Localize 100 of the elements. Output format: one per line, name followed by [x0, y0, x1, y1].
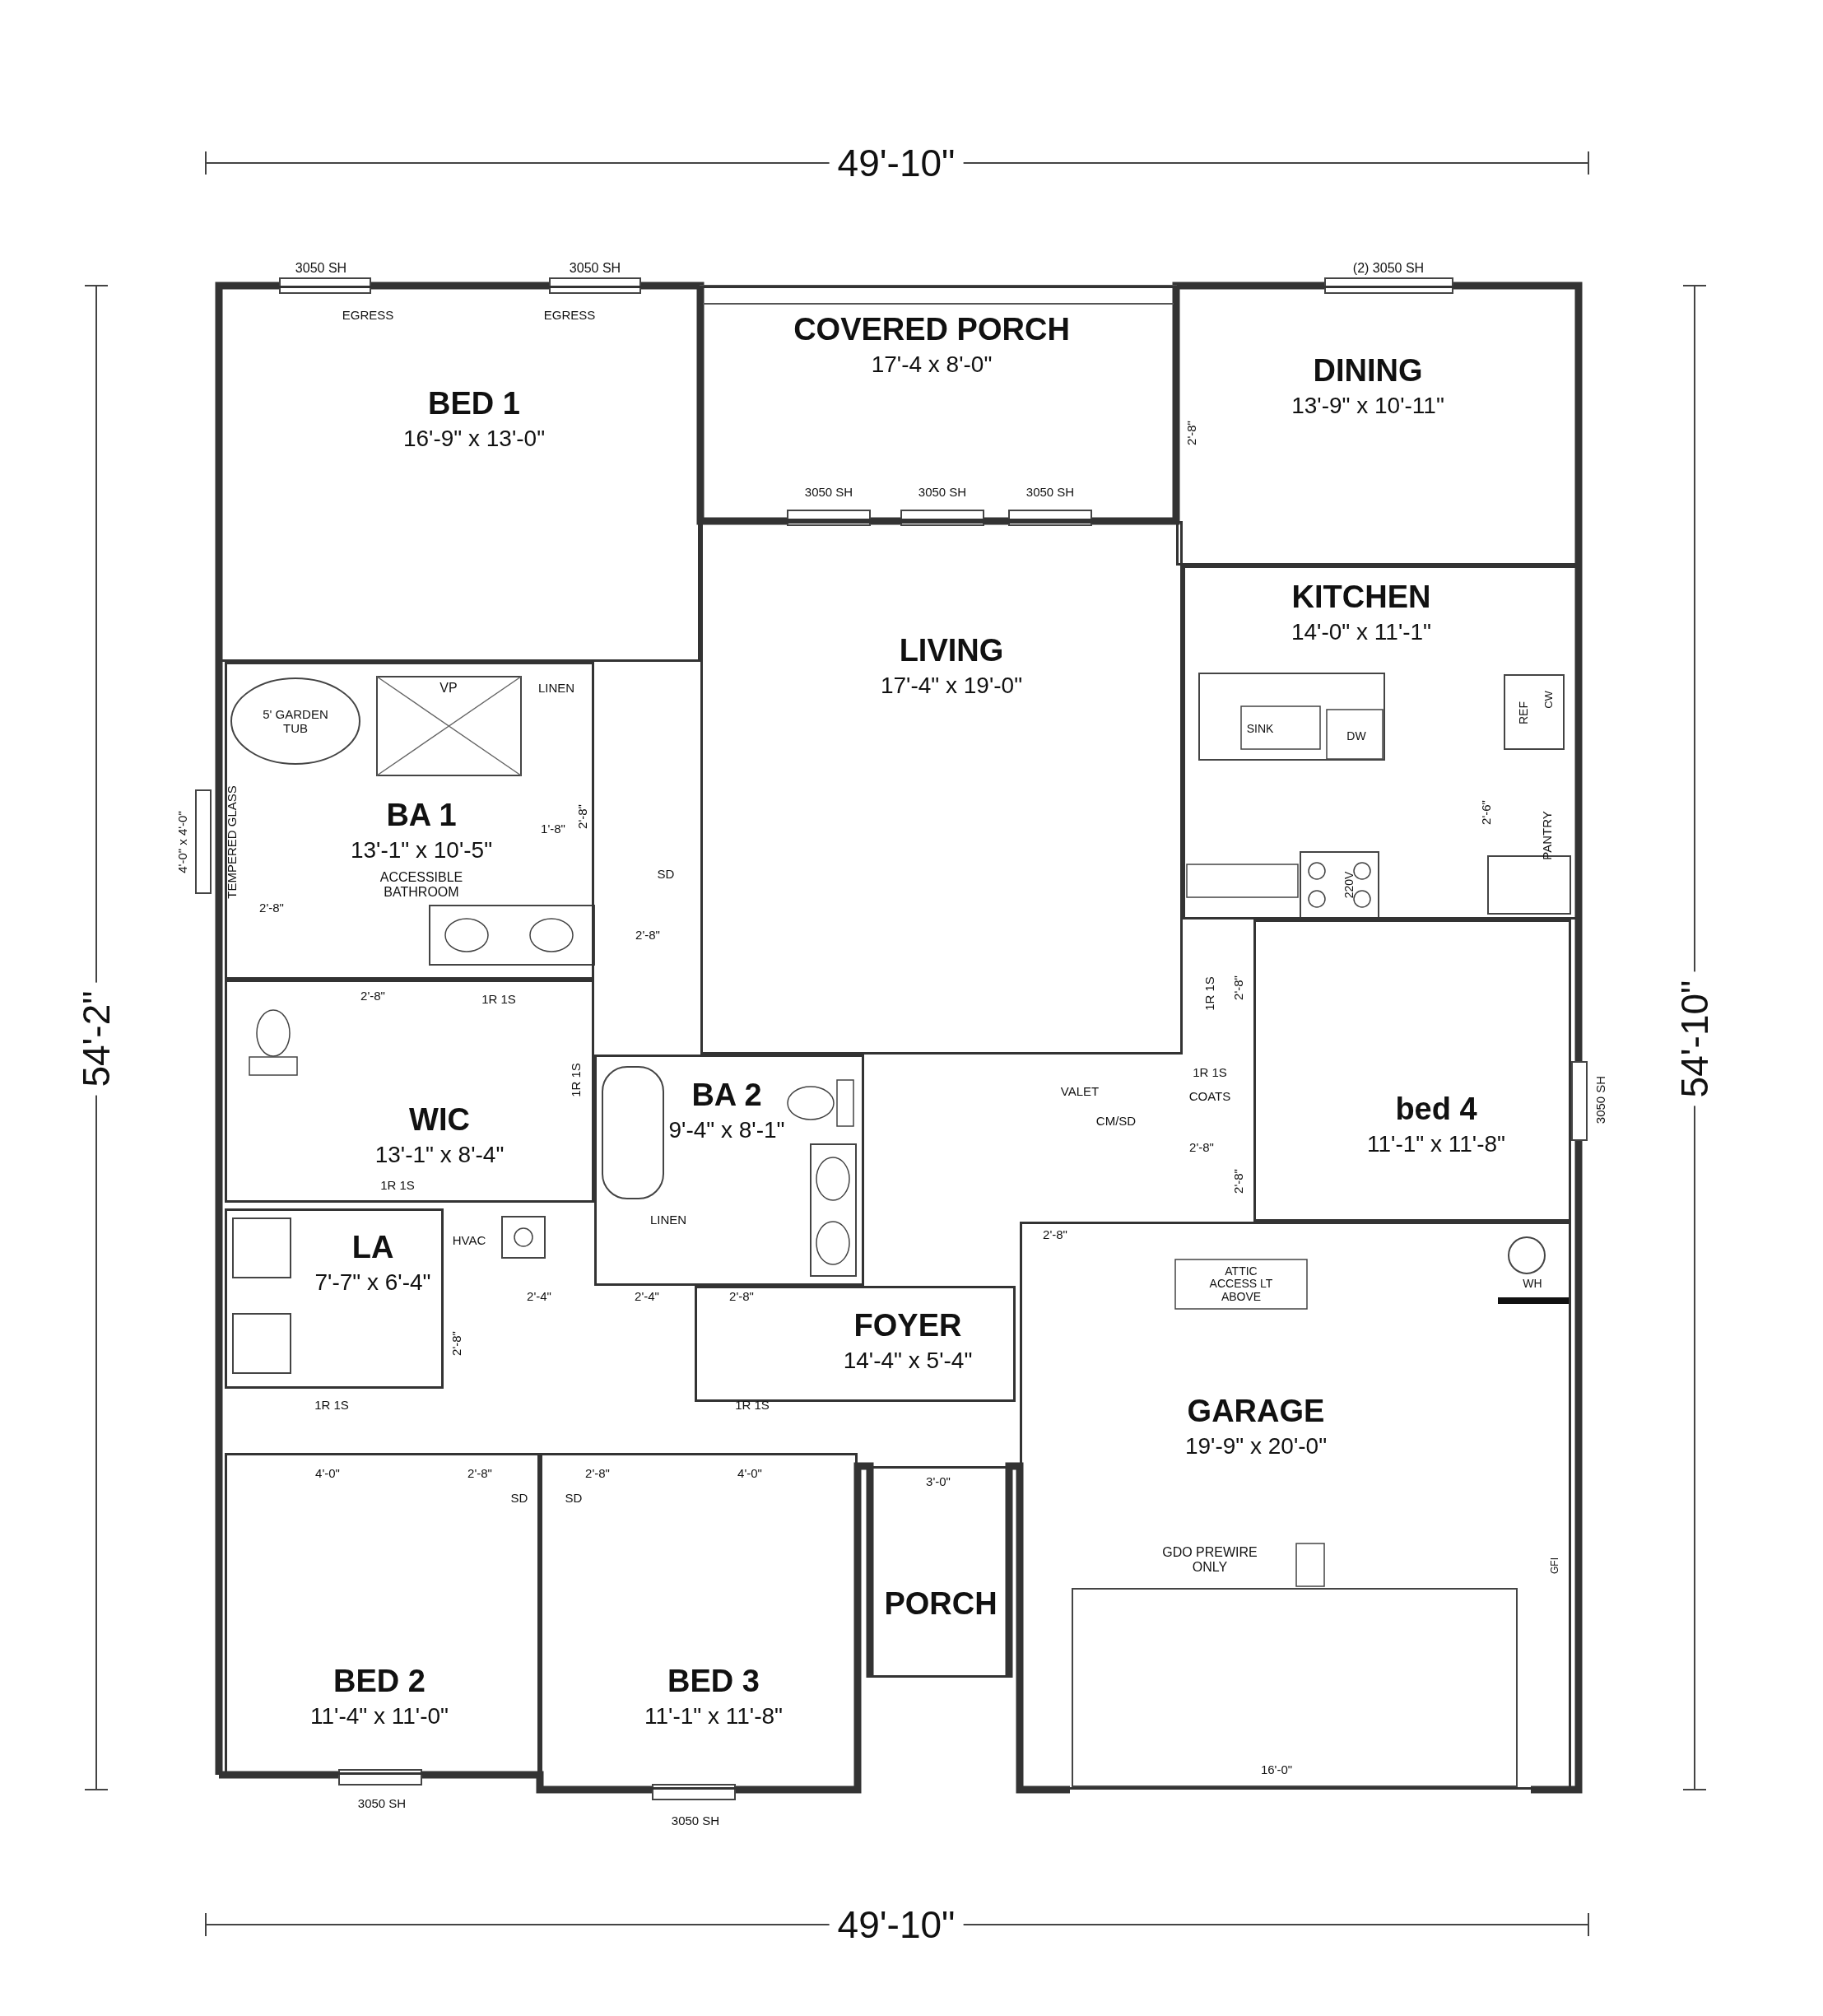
shelf-label: 1R 1S: [380, 1178, 415, 1193]
fixture-label: CW: [1542, 691, 1556, 709]
room-dimensions: 11'-1" x 11'-8": [1366, 1131, 1506, 1157]
room-outline: [225, 1453, 540, 1775]
room-outline: [225, 662, 594, 980]
room-outline: [225, 1208, 444, 1389]
room-name: WIC: [409, 1103, 470, 1138]
closet-label: COATS: [1188, 1089, 1231, 1104]
room-name: DINING: [1313, 354, 1423, 389]
window-label: 3050 SH: [671, 1813, 720, 1828]
window-label: 3050 SH: [569, 261, 621, 276]
room-name: bed 4: [1395, 1092, 1477, 1127]
door-size-label: 2'-8": [585, 1466, 610, 1481]
closet-label: HVAC: [452, 1233, 486, 1248]
room-outline: [594, 1055, 864, 1286]
door-size-label: 2'-8": [1189, 1140, 1214, 1155]
window-label: 3050 SH: [918, 485, 967, 500]
shelf-label: 1R 1S: [1202, 976, 1217, 1011]
shelf-label: 1R 1S: [314, 1398, 349, 1413]
fixture-label: SD: [510, 1491, 528, 1506]
door-size-label: 2'-4": [527, 1289, 551, 1304]
door-size-label: 2'-8": [449, 1331, 464, 1356]
room-dimensions: 13'-9" x 10'-11": [1291, 393, 1444, 419]
door-size-label: 1'-8": [541, 822, 565, 836]
door-size-label: 4'-0": [737, 1466, 762, 1481]
door-size-label: 2'-8": [1184, 421, 1199, 445]
closet-label: LINEN: [649, 1213, 687, 1227]
room-name: BED 2: [333, 1664, 426, 1699]
room-name: BA 2: [691, 1078, 762, 1113]
room-name: BED 1: [428, 387, 520, 421]
fixture-label: REF: [1518, 701, 1531, 724]
fixture-label: VP: [439, 681, 458, 696]
door-size-label: 2'-8": [635, 928, 660, 943]
room-name: FOYER: [853, 1309, 962, 1343]
room-outline: [1020, 1222, 1571, 1790]
door-size-label: 2'-4": [635, 1289, 659, 1304]
fixture-label: DW: [1346, 730, 1366, 743]
shelf-label: 1R 1S: [1193, 1065, 1227, 1080]
room-dimensions: 14'-0" x 11'-1": [1291, 619, 1432, 645]
room-name: GARAGE: [1187, 1394, 1325, 1429]
room-name: COVERED PORCH: [793, 313, 1070, 347]
door-size-label: 4'-0": [315, 1466, 340, 1481]
fixture-label: GDO PREWIRE ONLY: [1161, 1545, 1258, 1575]
room-dimensions: 14'-4" x 5'-4": [843, 1348, 973, 1374]
fixture-label: SINK: [1246, 723, 1274, 736]
window-note: EGRESS: [543, 308, 596, 323]
fixture-label: WH: [1523, 1278, 1542, 1291]
door-size-label: 2'-8": [575, 804, 590, 829]
room-outline: [700, 286, 1176, 521]
room-dimensions: 13'-1" x 8'-4": [374, 1142, 505, 1168]
fixture-label: SD: [657, 867, 675, 882]
room-note: ACCESSIBLE BATHROOM: [379, 870, 464, 900]
window-label: 3050 SH: [804, 485, 853, 500]
fixture-label: GFI: [1550, 1557, 1561, 1574]
room-dimensions: 11'-4" x 11'-0": [309, 1703, 449, 1730]
door-size-label: 2'-8": [1043, 1227, 1067, 1242]
room-name: KITCHEN: [1291, 580, 1431, 615]
room-dimensions: 11'-1" x 11'-8": [644, 1703, 784, 1730]
door-size-label: 3'-0": [926, 1474, 951, 1489]
room-outline: [695, 1286, 1016, 1402]
window-label: 3050 SH: [1025, 485, 1075, 500]
door-size-label: 2'-8": [729, 1289, 754, 1304]
closet-label: VALET: [1060, 1084, 1100, 1099]
window-label: 3050 SH: [357, 1796, 407, 1811]
closet-label: PANTRY: [1540, 811, 1555, 860]
room-outline: [1253, 920, 1571, 1222]
fixture-label: 220V: [1343, 871, 1356, 899]
room-name: LIVING: [899, 634, 1004, 668]
room-dimensions: 7'-7" x 6'-4": [314, 1269, 431, 1296]
door-size-label: 2'-8": [467, 1466, 492, 1481]
shelf-label: 1R 1S: [481, 992, 516, 1007]
fixture-label: ATTIC ACCESS LT ABOVE: [1208, 1264, 1274, 1304]
window-label: 3050 SH: [295, 261, 347, 276]
room-name: BA 1: [386, 798, 457, 833]
window-label: 3050 SH: [1593, 1075, 1608, 1124]
door-size-label: 2'-8": [1231, 975, 1246, 1000]
window-note: TEMPERED GLASS: [225, 785, 240, 899]
door-size-label: 2'-6": [1479, 800, 1494, 825]
room-dimensions: 13'-1" x 10'-5": [350, 837, 493, 864]
room-outline: [700, 521, 1183, 1055]
window-label: 4'-0" x 4'-0": [175, 811, 190, 873]
window-note: EGRESS: [342, 308, 394, 323]
room-dimensions: 17'-4 x 8'-0": [871, 352, 993, 378]
room-dimensions: 17'-4" x 19'-0": [880, 673, 1023, 699]
room-dimensions: 19'-9" x 20'-0": [1184, 1433, 1328, 1460]
room-outline: [540, 1453, 858, 1790]
room-name: BED 3: [667, 1664, 760, 1699]
door-size-label: 2'-8": [1231, 1169, 1246, 1194]
shelf-label: 1R 1S: [735, 1398, 770, 1413]
door-size-label: 2'-8": [360, 989, 385, 1003]
room-dimensions: 16'-9" x 13'-0": [402, 426, 546, 452]
door-size-label: 2'-8": [259, 901, 284, 915]
fixture-label: CM/SD: [1095, 1114, 1137, 1129]
closet-label: LINEN: [537, 681, 575, 696]
shelf-label: 1R 1S: [569, 1063, 584, 1097]
room-name: PORCH: [884, 1587, 998, 1622]
room-name: LA: [351, 1231, 394, 1265]
room-outline: [225, 980, 594, 1203]
fixture-label: 5' GARDEN TUB: [263, 707, 328, 735]
fixture-label: SD: [565, 1491, 583, 1506]
